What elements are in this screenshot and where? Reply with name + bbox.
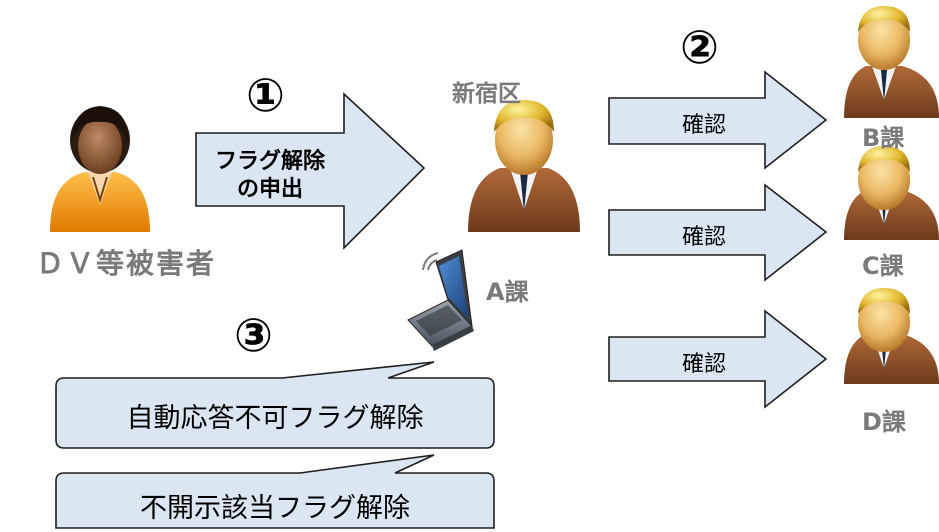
section-b-person-icon [844,6,939,118]
confirm-label-c: 確認 [681,225,726,250]
wifi-signal-icon [422,252,439,271]
callout-text-2: 不開示該当フラグ解除 [140,493,410,524]
callout-bubble-2 [55,454,495,529]
confirm-label-d: 確認 [681,352,726,377]
step-2-number: ② [680,20,719,74]
ward-staff-person-icon [468,100,580,232]
confirm-arrow-d [608,309,828,409]
confirm-arrow-c [608,183,828,282]
section-b-label: B課 [862,124,905,152]
victim-label: ＤＶ等被害者 [36,247,217,280]
step-3-number: ③ [234,308,273,362]
section-c-person-icon [844,146,939,240]
confirm-arrow-b [608,70,828,170]
section-d-label: D課 [862,408,906,436]
step-1-number: ① [246,68,285,122]
request-arrow-text: フラグ解除 の申出 [196,148,344,204]
ward-label: 新宿区 [452,81,521,107]
section-c-label: C課 [862,252,904,280]
victim-person-icon [50,106,150,232]
laptop-icon [407,249,474,351]
callout-bubble-1 [55,361,495,449]
request-arrow-line1: フラグ解除 [214,149,325,174]
request-arrow-line2: の申出 [236,177,303,202]
callout-text-1: 自動応答不可フラグ解除 [126,403,424,434]
section-a-label: A課 [486,278,529,306]
section-d-person-icon [844,288,939,384]
confirm-label-b: 確認 [681,113,726,138]
request-arrow [195,92,426,250]
